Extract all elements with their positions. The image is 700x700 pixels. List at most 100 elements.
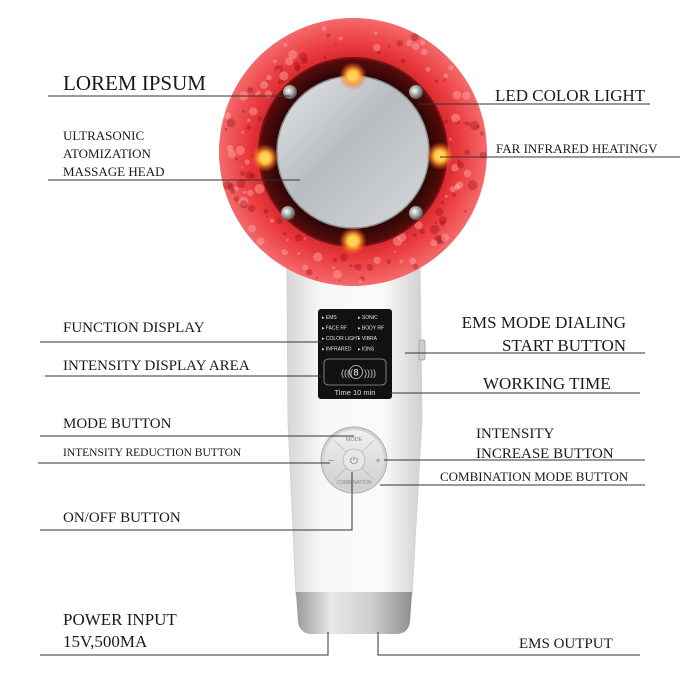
label-intensity-display-area: INTENSITY DISPLAY AREA bbox=[63, 358, 250, 374]
label-function-display: FUNCTION DISPLAY bbox=[63, 320, 205, 336]
ring-bubble bbox=[235, 145, 245, 155]
ring-bubble bbox=[243, 191, 246, 194]
ring-bubble bbox=[409, 257, 417, 265]
ring-bubble bbox=[440, 233, 450, 242]
ring-bubble bbox=[276, 218, 283, 225]
ring-bubble bbox=[247, 118, 251, 122]
ring-bubble bbox=[285, 57, 294, 66]
ring-bubble bbox=[239, 200, 248, 209]
ring-bubble bbox=[439, 216, 447, 225]
label-lorem-ipsum: LOREM IPSUM bbox=[63, 71, 206, 95]
ring-bubble bbox=[283, 231, 288, 236]
screen-item-left: ▸ EMS bbox=[322, 315, 337, 321]
control-pad: ⏻ MODE − + COMBINATION bbox=[320, 426, 388, 494]
ring-bubble bbox=[464, 149, 470, 155]
ring-bubble bbox=[233, 186, 239, 192]
label-onoff-button: ON/OFF BUTTON bbox=[63, 510, 181, 526]
ring-bubble bbox=[406, 40, 413, 47]
label-mode-button: MODE BUTTON bbox=[63, 416, 172, 432]
ring-bubble bbox=[399, 259, 404, 264]
label-led-color-light: LED COLOR LIGHT bbox=[495, 86, 646, 105]
label-intensity-increase: INTENSITY INCREASE BUTTON bbox=[476, 426, 614, 462]
ring-bubble bbox=[444, 194, 448, 198]
ring-bubble bbox=[452, 193, 456, 197]
label-ems-mode-dialing: EMS MODE DIALING START BUTTON bbox=[461, 313, 626, 355]
ring-bubble bbox=[240, 171, 246, 177]
ems-mode-dial[interactable] bbox=[418, 339, 426, 361]
ring-bubble bbox=[400, 58, 406, 64]
ring-bubble bbox=[256, 90, 261, 95]
ring-bubble bbox=[476, 124, 480, 129]
ring-bubble bbox=[462, 91, 471, 100]
ring-bubble bbox=[412, 263, 419, 270]
plus-button[interactable]: + bbox=[375, 456, 381, 467]
ring-bubble bbox=[479, 151, 487, 159]
ring-bubble bbox=[288, 50, 298, 60]
ring-bubble bbox=[480, 131, 485, 136]
function-display: ▸ EMS▸ SONIC▸ FACE RF▸ BODY RF▸ COLOR LI… bbox=[318, 309, 392, 399]
head-screws bbox=[281, 85, 423, 220]
ring-bubble bbox=[332, 269, 342, 279]
ring-bubble bbox=[434, 79, 439, 84]
combination-button[interactable]: COMBINATION bbox=[337, 480, 372, 486]
ring-bubble bbox=[425, 66, 431, 72]
label-ems-output: EMS OUTPUT bbox=[519, 636, 613, 652]
led-ring-texture bbox=[223, 26, 487, 284]
ring-bubble bbox=[278, 78, 284, 84]
ring-bubble bbox=[457, 159, 461, 163]
ring-bubble bbox=[293, 61, 301, 70]
ultrasonic-plate bbox=[276, 75, 430, 229]
ring-bubble bbox=[456, 161, 464, 169]
ring-bubble bbox=[334, 43, 337, 46]
mode-button[interactable]: MODE bbox=[346, 437, 363, 443]
ring-bubble bbox=[433, 235, 443, 244]
ring-bubble bbox=[302, 264, 309, 271]
ring-bubble bbox=[246, 125, 252, 130]
ring-bubble bbox=[249, 107, 258, 116]
ring-bubble bbox=[294, 65, 301, 71]
ring-bubble bbox=[260, 80, 269, 89]
ring-bubble bbox=[467, 180, 478, 191]
ring-bubble bbox=[397, 232, 407, 242]
svg-text:((((: (((( bbox=[341, 368, 353, 378]
ring-bubble bbox=[229, 188, 236, 194]
screen-item-right: ▸ SONIC bbox=[358, 315, 378, 321]
label-working-time: WORKING TIME bbox=[483, 374, 611, 393]
screen-item-right: ▸ BODY RF bbox=[358, 326, 384, 332]
ring-bubble bbox=[394, 250, 397, 253]
ring-bubble bbox=[297, 252, 301, 255]
ring-bubble bbox=[236, 179, 246, 189]
ring-bubble bbox=[305, 268, 313, 276]
ring-bubble bbox=[286, 238, 290, 242]
ring-bubble bbox=[448, 137, 452, 141]
ring-bubble bbox=[454, 119, 461, 125]
ring-bubble bbox=[410, 33, 419, 42]
ring-bubble bbox=[226, 118, 236, 128]
ring-bubble bbox=[332, 257, 338, 263]
ring-bubble bbox=[299, 52, 308, 61]
ring-bubble bbox=[412, 233, 417, 238]
ring-bubble bbox=[392, 236, 403, 246]
ring-bubble bbox=[400, 237, 403, 240]
ring-bubble bbox=[321, 26, 327, 31]
ring-bubble bbox=[241, 130, 245, 134]
ring-bubble bbox=[454, 184, 460, 189]
ring-bubble bbox=[373, 31, 378, 36]
intensity-display-area bbox=[323, 358, 387, 386]
ring-bubble bbox=[283, 43, 288, 47]
ring-bubble bbox=[227, 149, 236, 158]
ring-bubble bbox=[454, 184, 461, 191]
ring-bubble bbox=[275, 69, 280, 74]
power-button[interactable] bbox=[342, 448, 366, 472]
infrared-leds bbox=[251, 62, 454, 255]
ring-bubble bbox=[247, 204, 256, 213]
ring-bubble bbox=[451, 163, 459, 172]
minus-button[interactable]: − bbox=[328, 455, 334, 467]
ring-bubble bbox=[281, 248, 288, 256]
ring-bubble bbox=[332, 266, 336, 270]
ring-bubble bbox=[223, 181, 232, 191]
ring-bubble bbox=[440, 200, 445, 205]
label-intensity-reduction: INTENSITY REDUCTION BUTTON bbox=[63, 447, 242, 459]
ring-bubble bbox=[244, 159, 250, 165]
